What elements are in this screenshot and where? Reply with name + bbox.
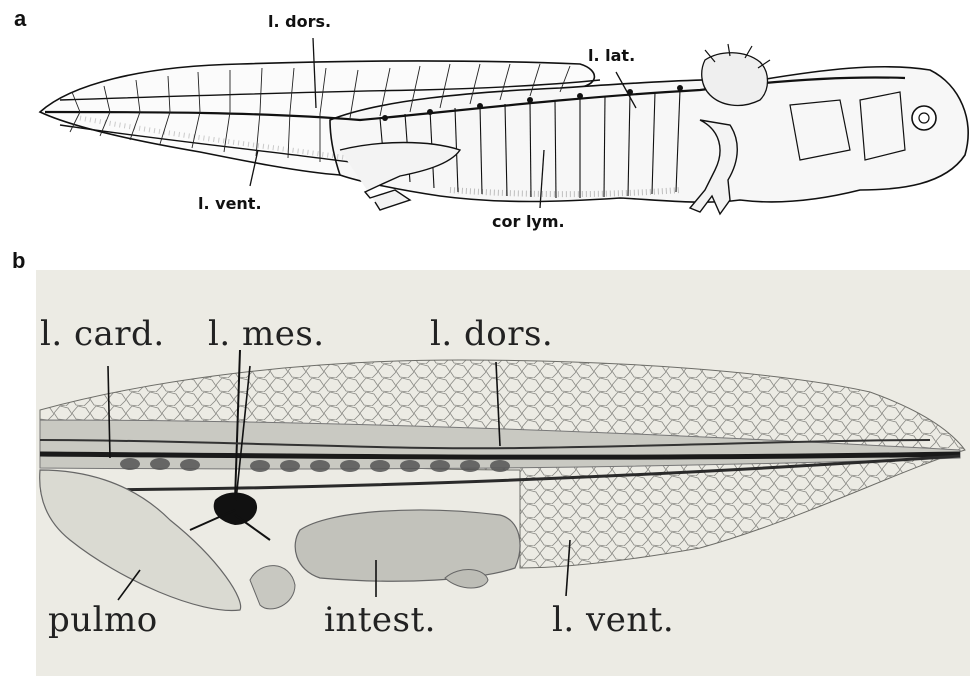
label-l-vent-b: l. vent. [552, 600, 674, 640]
label-intest-b: intest. [324, 600, 436, 640]
label-l-mes-b: l. mes. [208, 314, 325, 354]
intestine [295, 510, 520, 581]
label-l-card-b: l. card. [40, 314, 165, 354]
label-l-dors-b: l. dors. [430, 314, 553, 354]
label-pulmo-b: pulmo [48, 600, 158, 640]
